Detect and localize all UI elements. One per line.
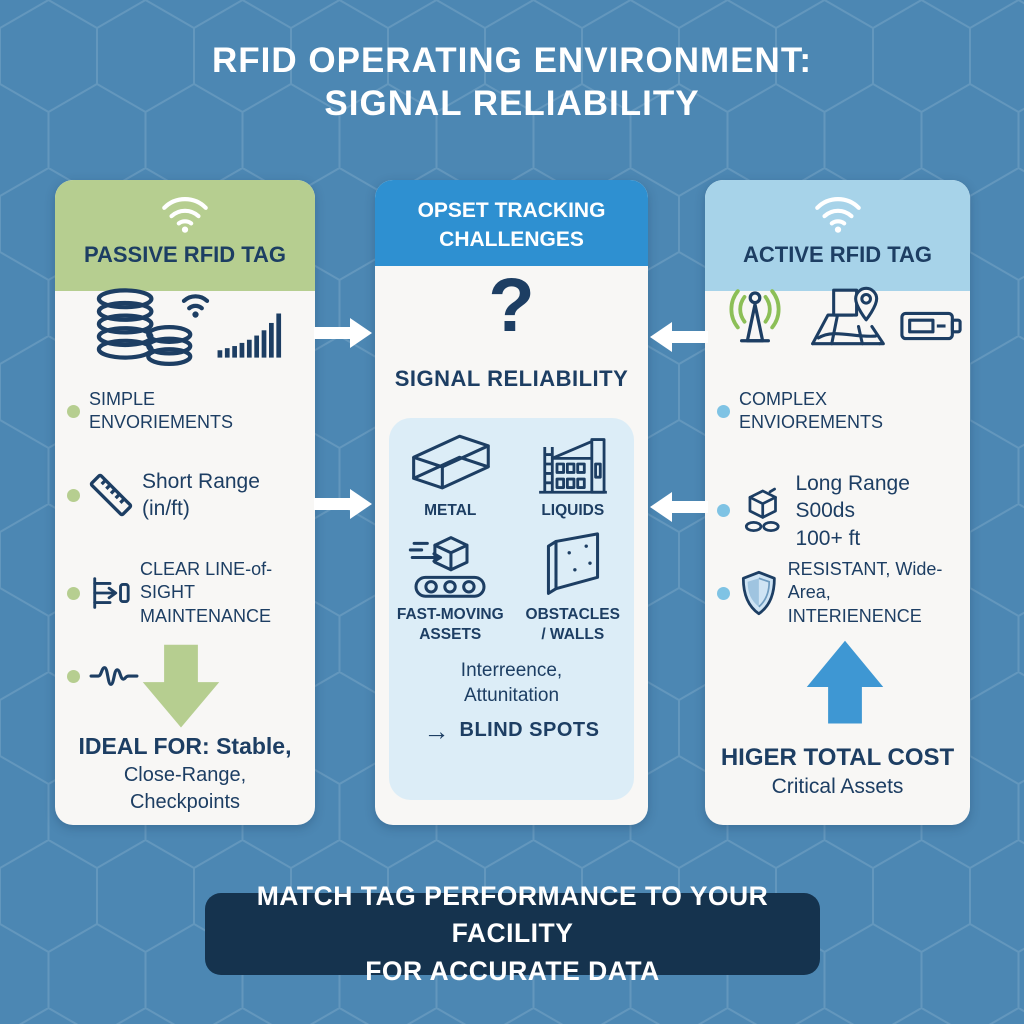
challenge-fast-moving: FAST-MOVING ASSETS [389, 532, 512, 644]
map-location-pin-icon [810, 286, 885, 346]
question-mark: ? [488, 263, 535, 348]
active-top-icons [705, 282, 970, 348]
shield-icon [741, 570, 776, 616]
passive-bullet-waveform [67, 662, 311, 690]
metal-beam-icon [412, 434, 491, 490]
challenge-obstacles: OBSTACLES / WALLS [512, 532, 635, 644]
active-card-footer: HIGER TOTAL COST Critical Assets [705, 742, 970, 802]
bullet-label: Long Range S00ds 100+ ft [795, 472, 910, 550]
interference-note: Interreence, Attunitation [460, 660, 563, 706]
line-of-sight-icon [93, 577, 130, 609]
active-bullet-resistant: RESISTANT, Wide-Area, INTERIENENCE [717, 558, 966, 628]
challenges-grid: METAL [389, 432, 634, 644]
fast-moving-conveyor-icon [409, 536, 486, 599]
challenge-metal: METAL [389, 432, 512, 520]
green-bullet-dot [67, 488, 80, 502]
blue-bullet-dot [717, 404, 730, 418]
grid-label: METAL [424, 502, 477, 519]
challenges-inner-box: METAL [389, 418, 634, 800]
waveform-icon [89, 666, 139, 686]
green-bullet-dot [67, 404, 80, 418]
passive-top-icons [55, 282, 315, 366]
passive-bullet-line-of-sight: CLEAR LINE-of-SIGHT MAINTENANCE [67, 558, 311, 628]
green-bullet-dot [67, 586, 80, 600]
active-bullet-complex-environments: COMPLEX ENVIOREMENTS [717, 388, 966, 435]
critical-assets-label: Critical Assets [771, 775, 904, 799]
active-bullet-long-range: Long Range S00ds 100+ ft [717, 470, 966, 552]
obstacle-wall-icon [546, 532, 599, 596]
ruler-icon [89, 474, 133, 517]
page-title: RFID OPERATING ENVIRONMENT: SIGNAL RELIA… [212, 41, 812, 123]
flow-arrow-left-top [650, 322, 708, 352]
antenna-broadcast-icon [728, 289, 781, 343]
bullet-label: Short Range (in/ft) [142, 470, 260, 521]
bullet-label: SIMPLE ENVORIEMENTS [89, 389, 234, 433]
challenge-liquids: LIQUIDS [512, 432, 635, 520]
active-rfid-card: ACTIVE RFID TAG [705, 180, 970, 825]
challenges-card-title: OPSET TRACKING CHALLENGES [417, 199, 606, 252]
bullet-label: COMPLEX ENVIOREMENTS [739, 389, 884, 433]
bullet-label: CLEAR LINE-of-SIGHT MAINTENANCE [140, 559, 273, 626]
green-bullet-dot [67, 669, 80, 683]
passive-card-footer: IDEAL FOR: Stable, Close-Range, Checkpoi… [55, 732, 315, 816]
right-arrow-glyph: → [423, 715, 450, 746]
liquids-factory-icon [538, 438, 607, 494]
passive-card-header: PASSIVE RFID TAG [55, 180, 315, 291]
blind-spots-row: → BLIND SPOTS [389, 718, 634, 744]
active-card-header: ACTIVE RFID TAG [705, 180, 970, 291]
passive-card-title: PASSIVE RFID TAG [83, 242, 287, 267]
challenges-card-header: OPSET TRACKING CHALLENGES [375, 180, 648, 266]
ideal-for-detail: Close-Range, Checkpoints [123, 763, 247, 813]
grid-label: FAST-MOVING ASSETS [396, 606, 504, 643]
grid-label: OBSTACLES / WALLS [525, 606, 620, 643]
cube-on-conveyor-icon [744, 487, 780, 532]
up-arrow [806, 640, 884, 724]
flow-arrow-left-bottom [650, 492, 708, 522]
banner-text: MATCH TAG PERFORMANCE TO YOUR FACILITY F… [256, 881, 769, 986]
active-card-title: ACTIVE RFID TAG [742, 242, 933, 267]
blue-bullet-dot [717, 504, 730, 518]
flow-arrow-right-top [314, 318, 372, 348]
passive-bullet-simple-environments: SIMPLE ENVORIEMENTS [67, 388, 311, 435]
higher-cost-label: HIGER TOTAL COST [720, 744, 955, 771]
flow-arrow-right-bottom [314, 489, 372, 519]
bullet-label: RESISTANT, Wide-Area, INTERIENENCE [787, 559, 943, 626]
wifi-signal-icon [162, 197, 208, 233]
tracking-challenges-card: OPSET TRACKING CHALLENGES ? SIGNAL RELIA… [375, 180, 648, 825]
grid-label: LIQUIDS [541, 502, 605, 519]
blue-bullet-dot [717, 586, 730, 600]
battery-icon [899, 311, 962, 341]
passive-bullet-short-range: Short Range (in/ft) [67, 468, 311, 523]
bottom-banner: MATCH TAG PERFORMANCE TO YOUR FACILITY F… [205, 881, 820, 986]
signal-reliability-label: SIGNAL RELIABILITY [394, 366, 629, 391]
ideal-for-label: IDEAL FOR: Stable, [78, 733, 292, 759]
passive-rfid-card: PASSIVE RFID TAG [55, 180, 315, 825]
coin-stacks-signal-bars-icon [96, 288, 282, 366]
blind-spots-label: BLIND SPOTS [459, 719, 600, 741]
wifi-signal-icon [814, 197, 861, 233]
down-arrow [142, 644, 220, 728]
